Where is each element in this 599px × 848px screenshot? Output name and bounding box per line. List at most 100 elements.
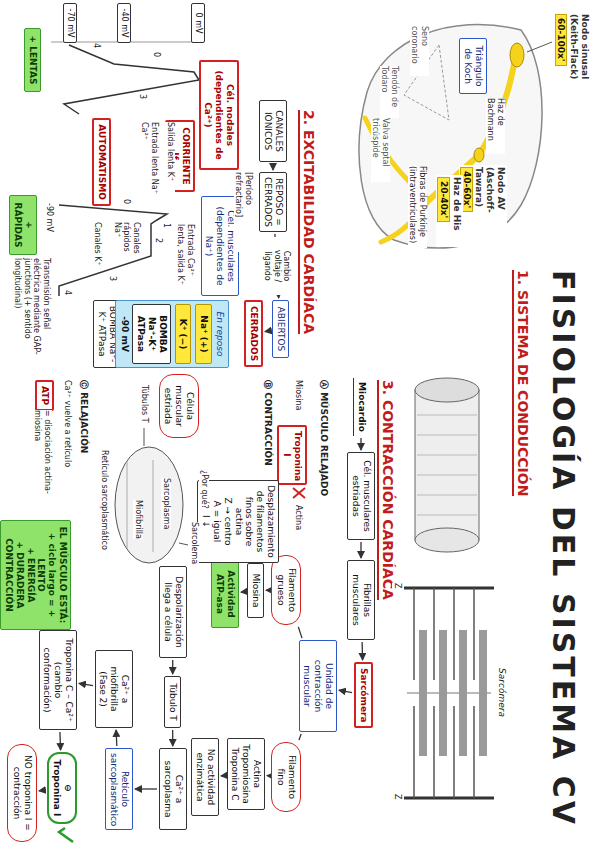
text-label: Sarcómera <box>496 668 507 717</box>
leader-line <box>179 543 188 545</box>
sinus-node <box>510 43 524 67</box>
node-text: ABIERTOS <box>275 305 286 353</box>
text-label: Transmisión señal eléctrica mediante GAP… <box>13 258 51 358</box>
node-text: EL MÚSCULO ESTÁ: <box>57 525 68 625</box>
text-label: 1 <box>161 223 171 228</box>
node-text: Cél. musculares (dependientes de Na⁺) <box>204 201 236 291</box>
text-box: K⁺ (−) <box>175 304 192 364</box>
text-box: AUTOMATISMO <box>92 118 111 206</box>
text-label: Tendón de Todaro <box>380 66 399 118</box>
connector <box>265 330 270 332</box>
text-box: 0 mV <box>191 3 205 43</box>
text-label: 0 <box>121 199 131 204</box>
thin-filament <box>414 588 474 798</box>
text-label: [Período refractario] <box>234 172 253 252</box>
nodal-action-potential <box>64 45 199 114</box>
connector <box>172 730 173 746</box>
text-label: Canales rápidos Na⁺ <box>112 222 141 254</box>
text-box: Desplazamiento de filamentos finos sobre… <box>197 480 279 563</box>
cross-mark <box>293 488 305 498</box>
text-label: 4 <box>62 290 72 295</box>
node-text: A = igual <box>211 485 222 558</box>
edge-label: Cambio voltaje / ligando <box>263 237 291 295</box>
text-box: Retículo sarcoplasmático <box>105 748 133 830</box>
node-text: Sarcómera <box>358 668 369 722</box>
node-text: Actina Tropomiosina Troponina C <box>230 743 262 805</box>
node-text: Fibrillas musculares <box>350 565 372 635</box>
text-label: Canales K⁺ <box>92 222 102 266</box>
text-label: Túbulos T <box>139 385 149 423</box>
node-text: ⊖ Troponina I <box>51 758 73 818</box>
text-box: Troponina C – Ca²⁺ (cambio conformación) <box>39 630 77 730</box>
node-text: 60-100x' <box>555 14 568 66</box>
text-label: 2. EXCITABILIDAD CARDÍACA <box>298 110 317 334</box>
thick-filament <box>479 630 487 756</box>
fibre-body <box>415 390 479 540</box>
text-box: EL MÚSCULO ESTÁ:+ ciclo largo = + LENTO+… <box>0 520 71 630</box>
av-node <box>474 148 484 162</box>
muscle-cell <box>115 447 183 563</box>
myofibril-lines <box>127 460 153 552</box>
node-text: Troponina I <box>281 431 303 479</box>
node-text: Na⁺ (+) <box>198 309 209 359</box>
node-text: Ca²⁺ a sarcoplasma <box>162 753 184 825</box>
text-box: Célula muscular estriada <box>159 374 199 438</box>
connector <box>39 789 45 791</box>
node-text: Nodo AV (Aschoff-Tawara) <box>474 167 506 251</box>
node-text: NO troponina I = contracción <box>11 751 33 835</box>
connector <box>115 730 117 746</box>
connector <box>221 775 225 777</box>
node-text: Túbulo T <box>167 681 178 723</box>
text-label: Valva septal tricúspide <box>371 118 390 182</box>
node-text: + RÁPIDAS <box>12 200 34 250</box>
text-label: ¿Por qué? <box>199 470 209 509</box>
text-box: BOMBA Na⁺-K⁺ ATPasa <box>132 304 170 364</box>
text-box: No actividad enzimática <box>191 738 219 816</box>
connector <box>241 591 245 593</box>
node-text: 0 mV <box>193 6 203 40</box>
text-box: + RÁPIDAS <box>9 195 37 255</box>
node-text: + LENTAS <box>27 33 38 87</box>
text-box: Actividad ATP-asa <box>211 560 239 628</box>
text-label: -90 mV <box>44 203 54 232</box>
text-label: Miofibrilla <box>133 500 143 539</box>
node-text: Miocardio <box>356 382 367 432</box>
connector <box>298 627 302 638</box>
text-box: Sarcómera <box>354 662 373 728</box>
node-text: Retículo sarcoplasmático <box>108 753 130 825</box>
connector <box>172 660 173 674</box>
text-box: Nodo AV (Aschoff-Tawara)40-60x' <box>459 165 507 253</box>
node-text: No actividad enzimática <box>194 743 216 811</box>
connector <box>59 732 61 750</box>
connector <box>272 164 273 170</box>
text-label: Sarcoplasma <box>161 478 171 529</box>
text-label: 1. SISTEMA DE CONDUCCIÓN <box>512 270 531 496</box>
muscle-action-potential <box>59 205 167 296</box>
text-box: CERRADOS <box>244 300 263 367</box>
text-label: Salida lenta K⁺ <box>165 122 175 194</box>
node-text: Troponina C – Ca²⁺ (cambio conformación) <box>42 635 74 725</box>
fibre-end <box>415 378 479 402</box>
thick-filament <box>459 630 467 756</box>
text-box: Fibrillas musculares <box>347 560 375 640</box>
node-text: REPOSO = CERRADOS <box>262 177 284 227</box>
node-text: Z → centro <box>222 485 233 558</box>
node-text: AUTOMATISMO <box>96 124 107 200</box>
node-text: Célula muscular estriada <box>163 381 195 431</box>
connector <box>339 690 352 693</box>
node-text: Nodo sinusal (Keith-Flack) <box>568 14 590 110</box>
diagram-title: FISIOLOGÍA DEL SISTEMA CV <box>546 270 581 827</box>
text-label: Ⓐ MÚSCULO RELAJADO <box>318 380 329 496</box>
node-text: Unidad de contracción muscular <box>302 645 334 727</box>
text-label: Ⓒ RELAJACIÓN <box>78 380 89 453</box>
text-label: 2 <box>153 238 163 243</box>
text-box: Unidad de contracción muscular <box>299 640 337 732</box>
z-line <box>404 797 494 800</box>
text-label: Entrada Ca²⁺ lenta, salida K⁺ <box>176 224 195 296</box>
node-text: -40 mV <box>119 6 129 40</box>
text-label: Entrada lenta Na⁺ Ca²⁺ <box>140 122 159 194</box>
text-label: 3. CONTRACCIÓN CARDÍACA <box>377 380 396 600</box>
connector <box>361 642 363 660</box>
text-box: + LENTAS <box>24 28 41 92</box>
